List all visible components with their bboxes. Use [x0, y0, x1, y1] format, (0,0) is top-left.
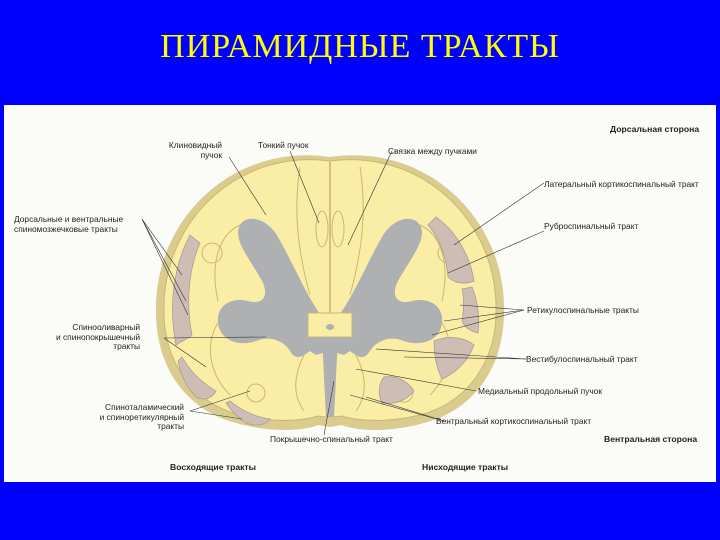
vestibulospinal-label: Вестибулоспинальный тракт: [526, 355, 638, 365]
cuneate-label: Клиновидный пучок: [156, 141, 222, 160]
rubrospinal-label: Руброспинальный тракт: [544, 222, 638, 232]
dorsal-side-label: Дорсальная сторона: [610, 125, 699, 135]
slide-title: ПИРАМИДНЫЕ ТРАКТЫ: [0, 28, 720, 66]
reticulospinal-label: Ретикулоспинальные тракты: [527, 306, 639, 316]
ascending-label: Восходящие тракты: [170, 463, 256, 473]
tectospinal-label: Покрышечно-спинальный тракт: [270, 435, 393, 445]
ventral-corticospinal-label: Вентральный кортикоспинальный тракт: [436, 417, 591, 427]
central-canal: [326, 324, 334, 330]
spinothalamic-label: Спиноталамический и спиноретикулярный тр…: [64, 403, 184, 432]
spinal-cord-figure: Дорсальная сторона Клиновидный пучок Тон…: [4, 105, 716, 482]
lateral-corticospinal-label: Латеральный кортикоспинальный тракт: [544, 180, 699, 190]
ventral-side-label: Вентральная сторона: [604, 435, 697, 445]
medial-longitudinal-label: Медиальный продольный пучок: [478, 387, 602, 397]
spinocerebellar-label: Дорсальные и вентральные спиномозжечковы…: [14, 215, 123, 234]
gracile-label: Тонкий пучок: [258, 141, 309, 151]
spino-olivary-label: Спинооливарный и спинопокрышечный тракты: [40, 323, 140, 352]
interfascicular-label: Связка между пучками: [388, 147, 477, 157]
descending-label: Нисходящие тракты: [422, 463, 508, 473]
